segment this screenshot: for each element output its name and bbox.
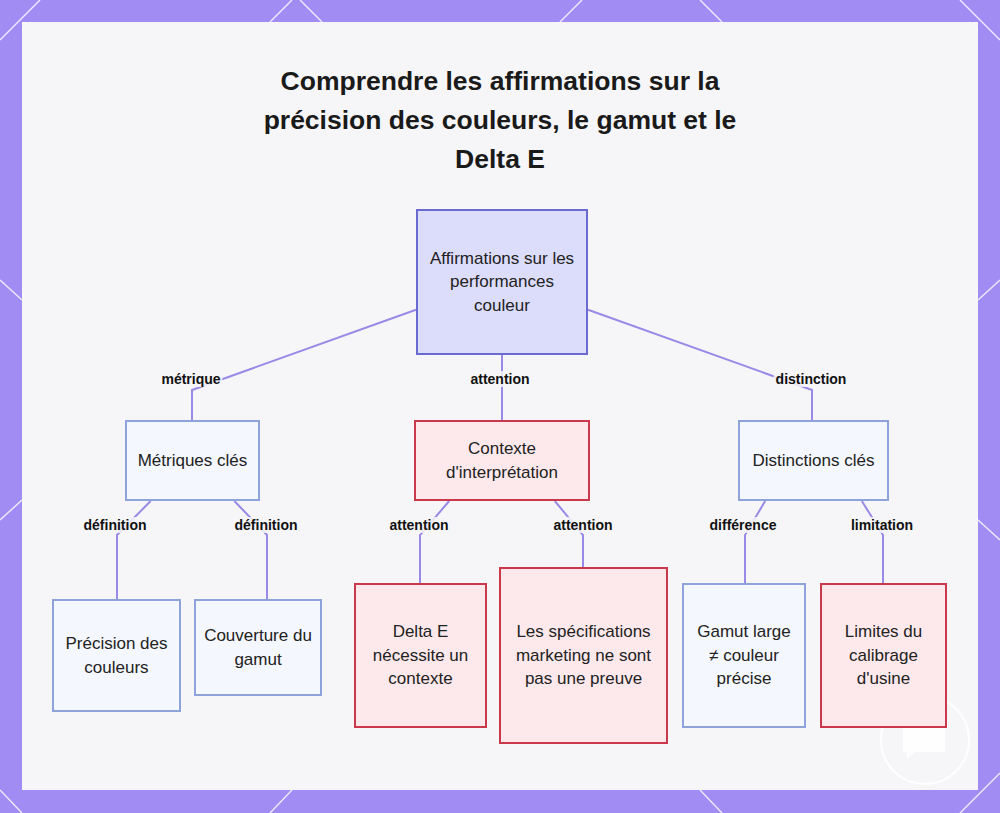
- edge-label: différence: [708, 517, 779, 533]
- category-box: Métriques clés: [125, 420, 260, 501]
- edge-label: métrique: [159, 371, 222, 387]
- leaf-box: Précision des couleurs: [52, 599, 181, 712]
- connector: [555, 501, 583, 567]
- edge-label: attention: [387, 517, 450, 533]
- edge-label: distinction: [774, 371, 849, 387]
- leaf-box: Couverture du gamut: [194, 599, 322, 696]
- category-box: Distinctions clés: [738, 420, 889, 501]
- node-text: Distinctions clés: [753, 449, 875, 473]
- root-box: Affirmations sur les performances couleu…: [416, 209, 588, 355]
- edge-label: limitation: [849, 517, 915, 533]
- leaf-box: Delta E nécessite un contexte: [354, 583, 487, 728]
- connector: [117, 501, 151, 599]
- connector: [588, 310, 812, 420]
- node-text: Contexte d'interprétation: [424, 437, 580, 484]
- connector: [234, 501, 267, 599]
- diagram-title: Comprendre les affirmations sur la préci…: [240, 62, 760, 179]
- edge-label: définition: [233, 517, 300, 533]
- leaf-box: Gamut large ≠ couleur précise: [682, 583, 806, 728]
- leaf-box: Limites du calibrage d'usine: [820, 583, 947, 728]
- connector: [745, 501, 765, 583]
- node-text: Affirmations sur les performances couleu…: [426, 247, 578, 318]
- edge-label: attention: [468, 371, 531, 387]
- connector: [501, 355, 503, 420]
- connector: [862, 501, 883, 583]
- node-text: Métriques clés: [138, 449, 248, 473]
- node-text: Précision des couleurs: [62, 632, 171, 679]
- node-text: Limites du calibrage d'usine: [830, 620, 937, 691]
- connector: [192, 310, 416, 420]
- connector: [420, 501, 449, 583]
- node-text: Delta E nécessite un contexte: [364, 620, 477, 691]
- leaf-box: Les spécifications marketing ne sont pas…: [499, 567, 668, 744]
- edge-label: définition: [82, 517, 149, 533]
- node-text: Gamut large ≠ couleur précise: [692, 620, 796, 691]
- category-box: Contexte d'interprétation: [414, 420, 590, 501]
- node-text: Couverture du gamut: [204, 624, 312, 671]
- edge-label: attention: [551, 517, 614, 533]
- node-text: Les spécifications marketing ne sont pas…: [509, 620, 658, 691]
